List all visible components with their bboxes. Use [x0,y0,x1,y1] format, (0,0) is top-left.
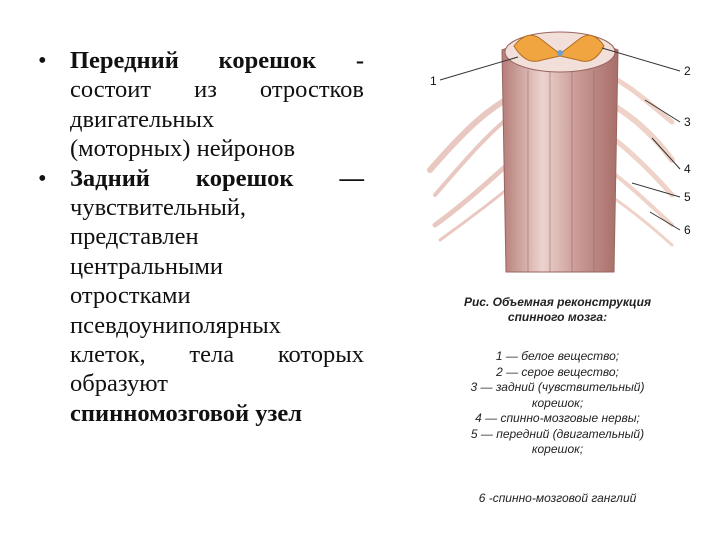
figure-label-3: 3 [684,115,691,129]
cord-column-lines [527,65,595,272]
bullet-marker: • [38,164,47,192]
bullet-line: спинномозговой узел [70,399,303,427]
bullet-line: (моторных) нейронов [70,135,296,163]
bullet-marker: • [38,47,47,74]
figure-caption-title: Рис. Объемная реконструкция спинного моз… [430,295,685,325]
caption-item: 2 — серое вещество; [496,364,619,379]
bullet-line: Передний корешок - [70,47,364,74]
bullet-line: чувствительный, [70,194,247,222]
figure-label-1: 1 [430,74,437,88]
figure-caption-legend: 1 — белое вещество; 2 — серое вещество; … [430,349,685,458]
figure-label-2: 2 [684,64,691,78]
figure-label-5: 5 [684,190,691,204]
bullet-line: центральными [70,252,224,280]
bullet-line: представлен [70,223,199,251]
spinal-cord-illustration: 1 2 3 4 5 6 [427,31,691,273]
caption-item: 5 — передний (двигательный) [470,426,645,441]
caption-item: 1 — белое вещество; [495,349,620,363]
figure-label-4: 4 [684,162,691,176]
bullet-line: клеток, тела которых [70,341,364,369]
caption-item: корешок; [531,395,584,410]
bullet-anterior-root: • Передний корешок - состоит из отростко… [38,46,364,164]
figure-caption-footer: 6 -спинно-мозговой ганглий [478,491,637,505]
bullet-line: двигательных [70,105,215,133]
caption-item: 4 — спинно-мозговые нервы; [475,411,640,425]
bullet-line: псевдоуниполярных [70,311,281,339]
central-canal [557,50,563,56]
gray-matter-section [513,34,605,62]
bullet-line: образуют [70,370,168,398]
pointer-lines [439,47,681,231]
figure-label-6: 6 [684,223,691,237]
bullet-line: отростками [70,282,191,310]
caption-item: корешок; [531,442,584,456]
spinal-cord-body [501,37,619,273]
spinal-cord-figure: 1 2 3 4 5 6 [410,10,710,280]
bullet-posterior-root: • Задний корешок — чувствительный, предс… [38,164,364,429]
caption-item: 3 — задний (чувствительный) [470,380,645,394]
caption-title-line: Рис. Объемная реконструкция [463,295,652,309]
caption-title-line: спинного мозга: [507,310,608,324]
bullet-line: Задний корешок — [70,164,364,192]
bullet-list: • Передний корешок - состоит из отростко… [38,46,364,428]
bullet-line: состоит из отростков [70,76,364,104]
